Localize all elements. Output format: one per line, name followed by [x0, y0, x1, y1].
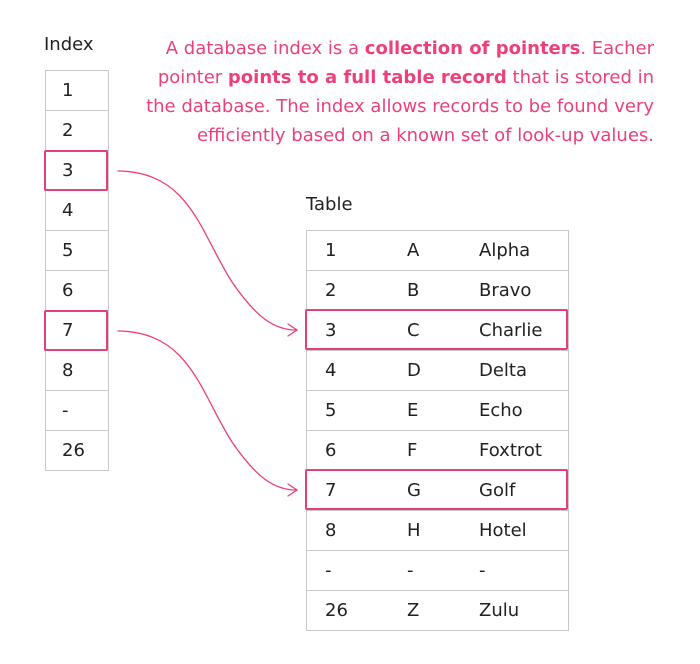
row-letter: Z [407, 600, 420, 621]
row-name: Golf [479, 480, 516, 501]
row-number: 2 [325, 280, 337, 301]
row-name: Alpha [479, 240, 531, 261]
row-letter: B [407, 280, 420, 301]
row-name: Echo [479, 400, 523, 421]
caption-text: A database index is a collection of poin… [134, 34, 654, 150]
row-name: Bravo [479, 280, 532, 301]
pointer-arrow-3 [117, 170, 297, 331]
index-entry-8: 8 [46, 351, 108, 391]
row-letter: C [407, 320, 420, 341]
row-number: - [325, 560, 332, 581]
table-row: 5 E Echo [307, 391, 568, 431]
table-title: Table [306, 194, 353, 215]
row-name: Hotel [479, 520, 527, 541]
row-name: Charlie [479, 320, 543, 341]
pointer-arrow-7 [117, 330, 297, 491]
table-row: 8 H Hotel [307, 511, 568, 551]
caption-bold-collection: collection of pointers [364, 38, 581, 59]
row-number: 26 [325, 600, 348, 621]
row-number: 6 [325, 440, 337, 461]
row-number: 1 [325, 240, 337, 261]
row-number: 4 [325, 360, 337, 381]
index-column: 1 2 3 4 5 6 7 8 - 26 [45, 70, 109, 471]
caption-part-2: . Eacher pointer [157, 38, 654, 88]
index-entry-1: 1 [46, 71, 108, 111]
index-highlight-7 [44, 310, 108, 351]
caption-bold-points: points to a full table record [227, 67, 507, 88]
row-letter: A [407, 240, 420, 261]
row-letter: - [407, 560, 414, 581]
caption-part-1: A database index is a [165, 38, 365, 59]
row-name: Zulu [479, 600, 520, 621]
caption-part-3: that is stored in the database. The inde… [146, 67, 654, 146]
arrowhead-3 [287, 323, 299, 337]
index-highlight-3 [44, 150, 108, 191]
index-entry-26: 26 [46, 431, 108, 471]
row-letter: F [407, 440, 418, 461]
index-title: Index [44, 34, 94, 55]
row-name: Foxtrot [479, 440, 542, 461]
table-highlight-charlie [305, 309, 568, 350]
row-number: 8 [325, 520, 337, 541]
row-letter: D [407, 360, 421, 381]
table-row: 7 G Golf [307, 471, 568, 511]
row-letter: G [407, 480, 421, 501]
index-entry-4: 4 [46, 191, 108, 231]
table-highlight-golf [305, 469, 568, 510]
arrowhead-7 [287, 483, 299, 497]
row-number: 3 [325, 320, 337, 341]
table-row: 1 A Alpha [307, 231, 568, 271]
row-name: Delta [479, 360, 528, 381]
table-row: 26 Z Zulu [307, 591, 568, 631]
row-number: 7 [325, 480, 337, 501]
index-entry-ellipsis: - [46, 391, 108, 431]
row-name: - [479, 560, 486, 581]
row-letter: E [407, 400, 419, 421]
row-number: 5 [325, 400, 337, 421]
row-letter: H [407, 520, 421, 541]
table-row: --- [307, 551, 568, 591]
table-row: 4 D Delta [307, 351, 568, 391]
table-row: 3 C Charlie [307, 311, 568, 351]
index-entry-5: 5 [46, 231, 108, 271]
